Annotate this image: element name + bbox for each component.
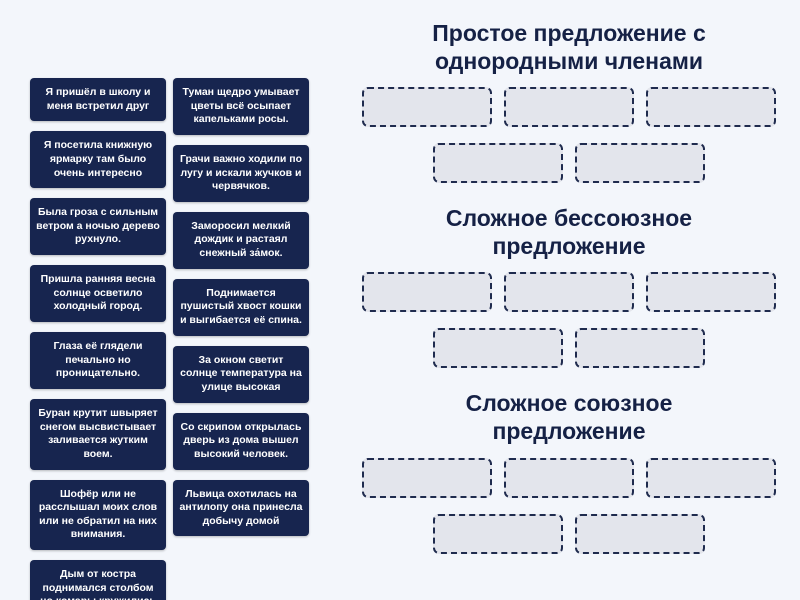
drop-zones (352, 87, 786, 184)
sentence-card[interactable]: Поднимается пушистый хвост кошки и выгиб… (173, 278, 309, 336)
sentence-card[interactable]: Грачи важно ходили по лугу и искали жучк… (173, 144, 309, 202)
group-title: Сложное союзное предложение (465, 390, 673, 444)
sentence-card[interactable]: За окном светит солнце температура на ул… (173, 345, 309, 403)
sentence-card[interactable]: Со скрипом открылась дверь из дома вышел… (173, 412, 309, 470)
sentence-card[interactable]: Глаза её глядели печально но проницатель… (30, 332, 166, 389)
sentence-cards-area: Я пришёл в школу и меня встретил друг Я … (30, 78, 322, 600)
sentence-card[interactable]: Пришла ранняя весна солнце осветило холо… (30, 265, 166, 323)
sentence-card[interactable]: Львица охотилась на антилопу она принесл… (173, 479, 309, 537)
category-groups-area: Простое предложение с однородными членам… (322, 0, 800, 600)
sentence-card[interactable]: Дым от костра поднимался столбом но кома… (30, 560, 166, 600)
drop-zone[interactable] (646, 457, 776, 498)
drop-zone[interactable] (362, 87, 492, 128)
group-title: Сложное бессоюзное предложение (445, 205, 693, 259)
drop-zone[interactable] (433, 143, 563, 184)
group-complex-asyndetic: Сложное бессоюзное предложение (352, 205, 786, 369)
sentence-card[interactable]: Я посетила книжную ярмарку там было очен… (30, 131, 166, 189)
drop-zones (352, 272, 786, 369)
drop-zone[interactable] (646, 272, 776, 313)
sentence-card[interactable]: Заморосил мелкий дождик и растаял снежны… (173, 211, 309, 269)
card-column-1: Я пришёл в школу и меня встретил друг Я … (30, 78, 166, 600)
card-column-2: Туман щедро умывает цветы всё осыпает ка… (173, 78, 309, 537)
group-title: Простое предложение с однородными членам… (432, 20, 706, 74)
drop-zone[interactable] (575, 513, 705, 554)
drop-zone[interactable] (504, 87, 634, 128)
drop-zone[interactable] (433, 513, 563, 554)
sentence-card[interactable]: Туман щедро умывает цветы всё осыпает ка… (173, 78, 309, 135)
drop-zone[interactable] (575, 143, 705, 184)
sentence-card[interactable]: Я пришёл в школу и меня встретил друг (30, 78, 166, 122)
group-complex-conjunctive: Сложное союзное предложение (352, 390, 786, 554)
drop-zone[interactable] (362, 272, 492, 313)
drop-zone[interactable] (362, 457, 492, 498)
drop-zone[interactable] (504, 457, 634, 498)
drop-zone[interactable] (575, 328, 705, 369)
drop-zone[interactable] (646, 87, 776, 128)
sentence-card[interactable]: Буран крутит швыряет снегом высвистывает… (30, 398, 166, 470)
group-simple-homogeneous: Простое предложение с однородными членам… (352, 20, 786, 184)
sentence-card[interactable]: Была гроза с сильным ветром а ночью дере… (30, 198, 166, 256)
sentence-card[interactable]: Шофёр или не расслышал моих слов или не … (30, 479, 166, 551)
drop-zones (352, 457, 786, 554)
drop-zone[interactable] (504, 272, 634, 313)
drop-zone[interactable] (433, 328, 563, 369)
